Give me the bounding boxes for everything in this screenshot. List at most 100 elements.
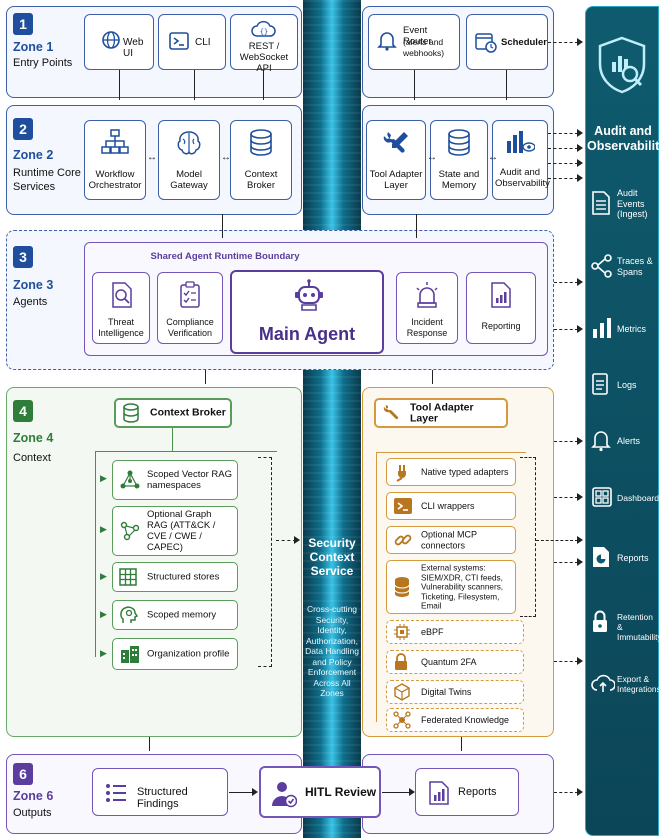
flow-connector (414, 70, 415, 100)
tree-connector (172, 428, 173, 451)
main-agent-card[interactable]: Main Agent (230, 270, 384, 354)
context-item-vector-rag[interactable]: Scoped Vector RAG namespaces (112, 460, 238, 500)
native-adapters-label: Native typed adapters (421, 466, 509, 477)
context-item-graph-rag[interactable]: Optional Graph RAG (ATT&CK / CVE / CWE /… (112, 506, 238, 556)
event-router-sublabel: (alerts and webhooks) (403, 37, 445, 58)
arrow-head-icon (294, 536, 300, 544)
tool-item-federated-knowledge[interactable]: Federated Knowledge (386, 708, 524, 732)
tool-adapter-header-label: Tool Adapter Layer (410, 401, 474, 424)
database-icon (123, 403, 139, 423)
tool-item-mcp-connectors[interactable]: Optional MCP connectors (386, 526, 516, 554)
context-broker-core-card[interactable]: Context Broker (230, 120, 292, 200)
context-item-scoped-memory[interactable]: Scoped memory (112, 600, 238, 630)
cli-card[interactable]: CLI (158, 14, 226, 70)
tool-item-ebpf[interactable]: eBPF (386, 620, 524, 644)
audit-item-retention[interactable]: Retention & Immutability (585, 608, 659, 644)
audit-item-events[interactable]: Audit Events (Ingest) (585, 186, 659, 226)
audit-item-alerts[interactable]: Alerts (585, 428, 659, 458)
model-gateway-card[interactable]: Model Gateway (158, 120, 220, 200)
tool-item-external-systems[interactable]: External systems: SIEM/XDR, CTI feeds, V… (386, 560, 516, 614)
scheduler-card[interactable]: Scheduler (466, 14, 548, 70)
incident-response-agent-card[interactable]: Incident Response (396, 272, 458, 344)
terminal-icon (394, 498, 412, 514)
lock-icon (395, 653, 407, 670)
logs-label: Logs (617, 380, 637, 390)
arrow-right-icon: ▶ (100, 609, 107, 619)
terminal-icon (169, 32, 189, 50)
tool-item-native-adapters[interactable]: Native typed adapters (386, 458, 516, 486)
flow-connector (382, 792, 410, 793)
event-router-card[interactable]: Event Router (alerts and webhooks) (368, 14, 460, 70)
lock-icon (593, 610, 607, 632)
incident-response-label: Incident Response (406, 317, 448, 338)
cli-label: CLI (195, 37, 211, 48)
dashed-connector (548, 133, 578, 134)
hitl-review-card[interactable]: HITL Review (259, 766, 381, 818)
shield-search-icon (598, 36, 646, 94)
tree-connector (376, 452, 526, 453)
tool-item-quantum-2fa[interactable]: Quantum 2FA (386, 650, 524, 674)
context-item-structured-stores[interactable]: Structured stores (112, 562, 238, 592)
bar-chart-icon (593, 318, 611, 338)
structured-findings-card[interactable]: Structured Findings (92, 768, 228, 816)
compliance-agent-card[interactable]: Compliance Verification (157, 272, 223, 344)
arrow-right-icon: ▶ (100, 473, 107, 483)
wrench-screwdriver-icon (383, 132, 408, 153)
zone6-badge: 6 (13, 763, 33, 785)
security-context-title: Security Context Service (308, 536, 356, 578)
web-ui-card[interactable]: Web UI (84, 14, 154, 70)
state-memory-card[interactable]: State and Memory (430, 120, 488, 200)
network-nodes-icon (120, 470, 140, 489)
audit-item-traces[interactable]: Traces & Spans (585, 252, 659, 284)
arrow-head-icon (577, 536, 583, 544)
flow-connector (222, 214, 223, 238)
cube-icon (394, 683, 410, 701)
mcp-connectors-label: Optional MCP connectors (421, 529, 477, 551)
grid-table-icon (119, 568, 137, 586)
audit-item-export[interactable]: Export & Integrations (585, 670, 659, 706)
chart-eye-icon (507, 131, 535, 153)
audit-item-dashboards[interactable]: Dashboards (585, 486, 659, 516)
federated-network-icon (393, 711, 411, 729)
search-document-icon (112, 282, 132, 308)
tool-adapter-header[interactable]: Tool Adapter Layer (374, 398, 508, 428)
zone4-subtitle: Context (13, 452, 51, 464)
audit-observability-core-label: Audit and Observability (495, 167, 550, 189)
structured-stores-label: Structured stores (147, 571, 220, 583)
zone2-title: Zone 2 (13, 148, 54, 162)
database-icon (250, 129, 272, 156)
context-broker-header[interactable]: Context Broker (114, 398, 232, 428)
building-icon (121, 646, 139, 663)
zone6-subtitle: Outputs (13, 807, 52, 819)
workflow-orchestrator-card[interactable]: Workflow Orchestrator (84, 120, 146, 200)
reporting-agent-card[interactable]: Reporting (466, 272, 536, 344)
audit-item-logs[interactable]: Logs (585, 372, 659, 402)
audit-item-reports[interactable]: Reports (585, 545, 659, 575)
threat-intel-agent-card[interactable]: Threat Intelligence (92, 272, 150, 344)
tool-item-cli-wrappers[interactable]: CLI wrappers (386, 492, 516, 520)
audit-item-metrics[interactable]: Metrics (585, 317, 659, 343)
reports-output-card[interactable]: Reports (415, 768, 519, 816)
tool-adapter-core-card[interactable]: Tool Adapter Layer (366, 120, 426, 200)
tools-icon (383, 405, 399, 420)
tool-item-digital-twins[interactable]: Digital Twins (386, 680, 524, 704)
arrow-head-icon (577, 657, 583, 665)
arrow-head-icon (577, 278, 583, 286)
flow-connector (506, 70, 507, 100)
arrow-head-icon (409, 788, 415, 796)
graph-nodes-icon (120, 521, 140, 541)
arrow-head-icon (577, 144, 583, 152)
arrow-head-icon (577, 174, 583, 182)
context-item-org-profile[interactable]: Organization profile (112, 638, 238, 670)
digital-twins-label: Digital Twins (421, 686, 472, 697)
bell-icon (377, 32, 397, 51)
retention-label: Retention & Immutability (617, 612, 659, 642)
arrow-right-icon: ▶ (100, 524, 107, 534)
dashed-connector (536, 540, 578, 541)
cli-wrappers-label: CLI wrappers (421, 500, 475, 511)
calendar-clock-icon (475, 33, 497, 53)
dashed-connector (548, 178, 578, 179)
tool-adapter-core-label: Tool Adapter Layer (369, 169, 423, 191)
audit-observability-core-card[interactable]: Audit and Observability (492, 120, 550, 200)
rest-api-card[interactable]: {} REST / WebSocket API (230, 14, 298, 74)
